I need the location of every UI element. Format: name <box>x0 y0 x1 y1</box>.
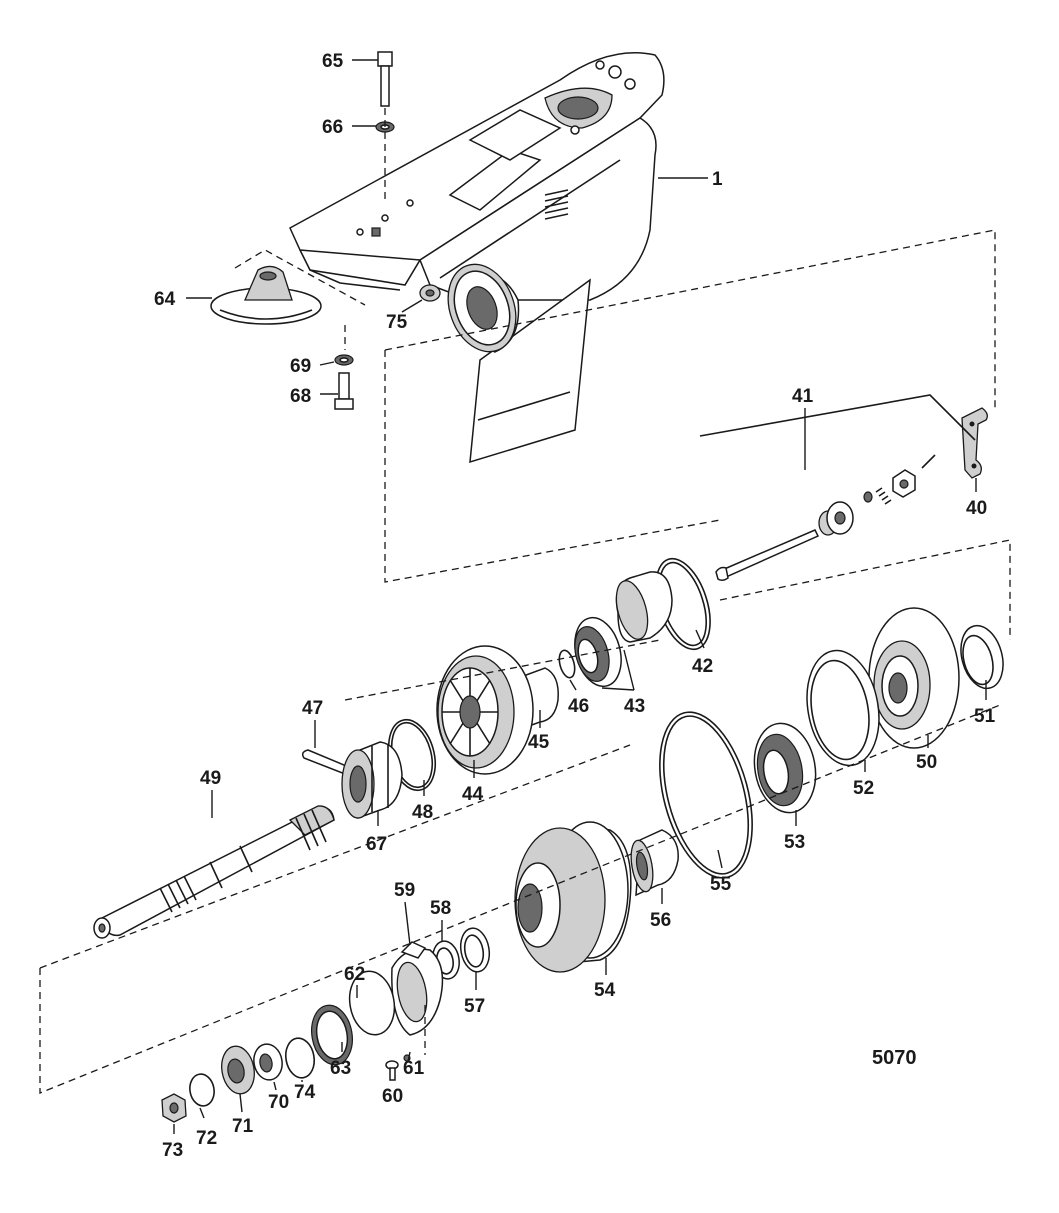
callout-71: 71 <box>232 1116 254 1137</box>
part-47-cross-pin <box>301 749 348 775</box>
callout-1: 1 <box>712 169 723 190</box>
callout-45: 45 <box>528 732 550 753</box>
assembly-41-bracket <box>699 394 976 441</box>
callout-61: 61 <box>403 1058 425 1079</box>
part-71-drive-sleeve <box>221 1045 255 1095</box>
callout-75: 75 <box>386 312 408 333</box>
callout-43: 43 <box>624 696 645 717</box>
figure-number: 5070 <box>872 1047 917 1069</box>
callout-63: 63 <box>330 1058 351 1079</box>
part-51-seal <box>960 624 1004 690</box>
part-54-bearing-carrier-body <box>514 821 632 973</box>
callout-52: 52 <box>853 778 874 799</box>
part-60-screw <box>385 1060 399 1081</box>
part-68-bolt <box>334 372 354 410</box>
callout-44: 44 <box>462 784 484 805</box>
part-70-thrust-hub <box>253 1043 283 1081</box>
callout-68: 68 <box>290 386 311 407</box>
callout-69: 69 <box>290 356 311 377</box>
callout-labels: 1 40 41 42 43 44 45 46 47 48 49 50 51 52… <box>154 51 996 1161</box>
leader-lines <box>173 59 987 1134</box>
callout-54: 54 <box>594 980 616 1001</box>
part-40-shift-coupler <box>961 407 988 479</box>
callout-46: 46 <box>568 696 589 717</box>
callout-72: 72 <box>196 1128 217 1149</box>
part-43-bearing-cup <box>615 571 673 643</box>
gear-housing <box>289 52 665 464</box>
part-41-shift-shaft-assembly <box>715 454 936 582</box>
part-49-propeller-shaft <box>93 805 335 939</box>
callout-67: 67 <box>366 834 387 855</box>
callout-55: 55 <box>710 874 732 895</box>
callout-40: 40 <box>966 498 987 519</box>
callout-73: 73 <box>162 1140 183 1161</box>
callout-56: 56 <box>650 910 671 931</box>
part-56-needle-bearing <box>630 829 679 897</box>
callout-57: 57 <box>464 996 485 1017</box>
callout-64: 64 <box>154 289 176 310</box>
part-59-retainer <box>391 941 444 1036</box>
part-72-tab-washer <box>189 1073 215 1107</box>
callout-65: 65 <box>322 51 344 72</box>
callout-41: 41 <box>792 386 814 407</box>
callout-48: 48 <box>412 802 433 823</box>
part-62-lock-plate <box>348 970 396 1036</box>
callout-74: 74 <box>294 1082 316 1103</box>
callout-60: 60 <box>382 1086 403 1107</box>
callout-51: 51 <box>974 706 996 727</box>
callout-42: 42 <box>692 656 713 677</box>
part-46-retaining-ring <box>558 649 576 679</box>
part-64-trim-tab <box>210 265 322 325</box>
part-67-clutch <box>341 741 403 820</box>
callout-58: 58 <box>430 898 451 919</box>
part-53-ball-bearing <box>753 722 817 814</box>
callout-66: 66 <box>322 117 343 138</box>
alignment-lines <box>39 108 1011 1094</box>
part-55-o-ring <box>659 711 753 879</box>
part-52-thrust-washer <box>806 649 880 767</box>
callout-59: 59 <box>394 880 415 901</box>
part-57-thrust-washer <box>459 927 491 973</box>
callout-70: 70 <box>268 1092 289 1113</box>
part-65-bolt <box>377 51 393 107</box>
callout-47: 47 <box>302 698 323 719</box>
part-75-plug <box>419 284 441 302</box>
part-74-retaining-ring <box>284 1037 316 1079</box>
callout-50: 50 <box>916 752 937 773</box>
part-69-lockwasher <box>334 354 354 366</box>
callout-49: 49 <box>200 768 221 789</box>
part-44-forward-gear <box>436 645 534 775</box>
callout-53: 53 <box>784 832 805 853</box>
part-73-propeller-nut <box>161 1093 187 1123</box>
callout-62: 62 <box>344 964 365 985</box>
part-50-bearing-carrier <box>868 607 960 749</box>
